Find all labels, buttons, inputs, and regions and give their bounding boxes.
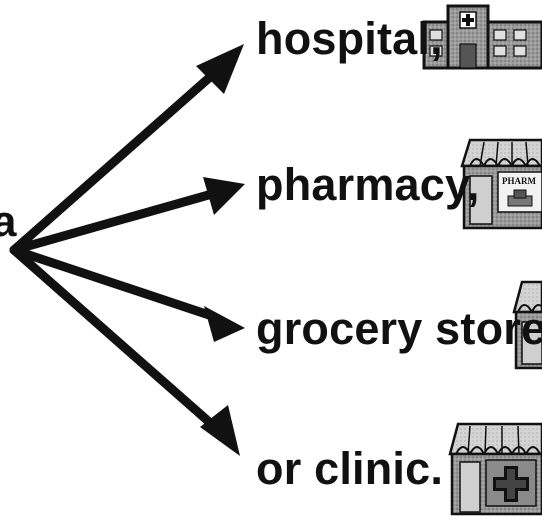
grocery-storefront-icon <box>512 280 542 370</box>
destination-label-clinic: or clinic. <box>256 443 444 494</box>
arrow-to-pharmacy <box>9 177 245 255</box>
arrow-to-grocery <box>9 245 245 342</box>
lead-text: a <box>0 197 17 246</box>
pharmacy-storefront-icon: PHARM <box>460 138 542 230</box>
arrow-to-clinic <box>9 245 240 456</box>
pharmacy-sign-text: PHARM <box>502 176 536 186</box>
clinic-storefront-icon <box>448 422 542 516</box>
destination-label-hospital: hospital, <box>256 13 443 64</box>
destination-label-pharmacy: pharmacy, <box>256 159 480 210</box>
arrow-to-hospital <box>9 44 244 255</box>
destination-label-grocery: grocery store <box>256 303 542 354</box>
hospital-building-icon <box>422 4 542 70</box>
